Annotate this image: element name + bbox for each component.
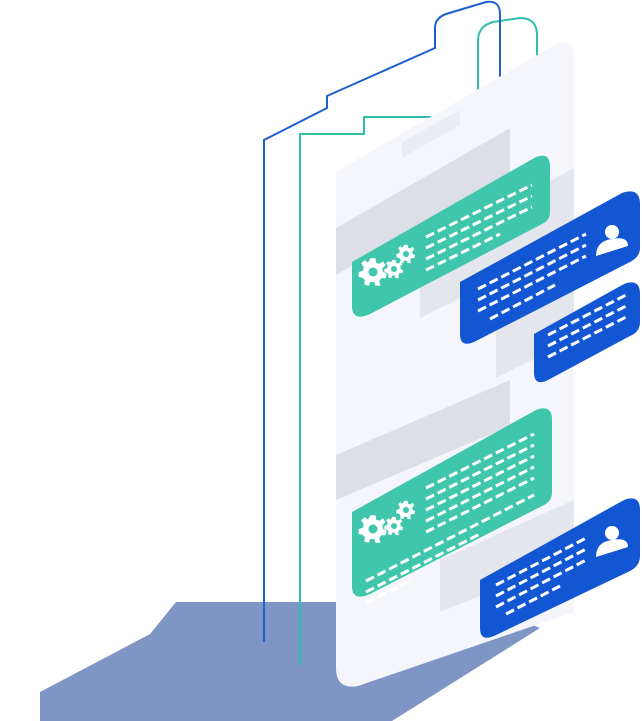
placeholder-block <box>496 280 574 378</box>
message-text-lines <box>547 293 627 359</box>
bot-message-bubble <box>352 155 550 317</box>
placeholder-block <box>336 380 510 500</box>
user-message-bubble <box>480 498 640 638</box>
phone-outline-front <box>263 0 501 642</box>
message-text-lines <box>365 432 535 605</box>
user-avatar-icon <box>596 526 628 557</box>
message-text-lines <box>495 535 589 616</box>
placeholder-block <box>440 500 574 612</box>
message-text-lines <box>425 183 533 272</box>
bot-message-bubble <box>352 408 552 605</box>
phone-outline-back <box>299 16 538 665</box>
user-message-bubble <box>534 282 640 383</box>
user-avatar-icon <box>596 225 628 256</box>
message-text-lines <box>477 232 587 321</box>
placeholder-block <box>336 128 510 275</box>
user-message-bubble <box>460 191 640 344</box>
phone-notch <box>402 110 460 158</box>
